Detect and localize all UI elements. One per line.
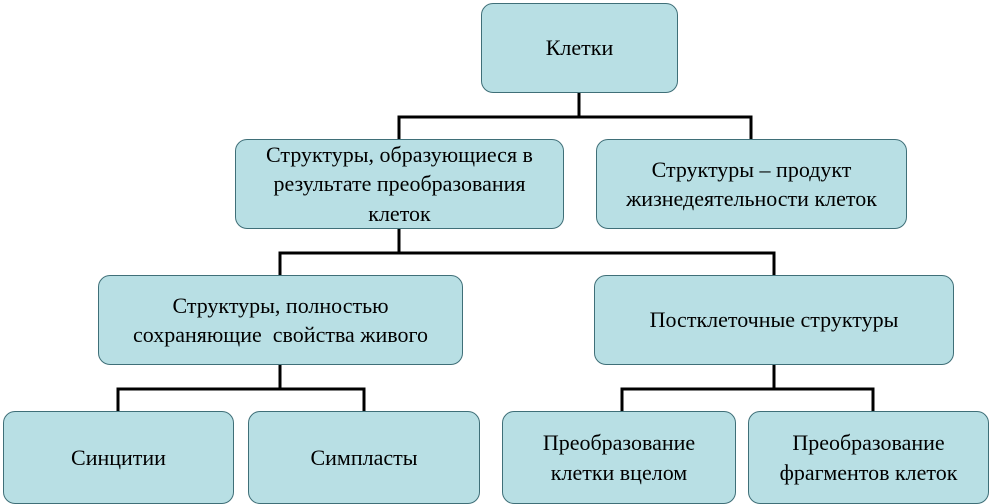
node-whole-text: Преобразование клетки вцелом [543, 428, 695, 487]
node-cells: Клетки [481, 3, 678, 93]
node-formed-line3: клеток [368, 200, 431, 226]
node-postcellular-structures: Постклеточные структуры [594, 275, 954, 365]
node-symplasts: Симпласты [248, 411, 480, 504]
node-whole-line2: клетки вцелом [550, 459, 688, 485]
node-fragment-line2: фрагментов клеток [779, 459, 958, 485]
node-fragment-text: Преобразование фрагментов клеток [780, 428, 958, 487]
node-living-structures: Структуры, полностью сохраняющие свойств… [98, 275, 463, 365]
node-living-structures-text: Структуры, полностью сохраняющие свойств… [133, 291, 428, 350]
node-formed-structures: Структуры, образующиеся в результате пре… [235, 139, 564, 229]
node-formed-line1: Структуры, образующиеся в [266, 142, 533, 168]
node-syncytia-label: Синцитии [71, 444, 166, 470]
node-living-line2: сохраняющие свойства живого [133, 322, 428, 347]
node-product-line1: Структуры – продукт [651, 156, 852, 182]
node-whole-line1: Преобразование [542, 430, 696, 456]
node-syncytia: Синцитии [3, 411, 234, 504]
node-fragment-transformation: Преобразование фрагментов клеток [748, 411, 989, 504]
node-symplasts-label: Симпласты [310, 444, 418, 470]
node-fragment-line1: Преобразование [792, 430, 945, 456]
node-product-structures: Структуры – продукт жизнедеятельности кл… [596, 139, 907, 229]
node-cells-label: Клетки [545, 35, 614, 61]
node-product-line2: жизнедеятельности клеток [626, 186, 877, 211]
node-formed-line2: результате преобразования [273, 171, 526, 197]
node-formed-structures-text: Структуры, образующиеся в результате пре… [266, 140, 533, 228]
node-post-label: Постклеточные структуры [649, 307, 899, 333]
node-living-line1: Структуры, полностью [172, 292, 389, 318]
node-whole-cell-transformation: Преобразование клетки вцелом [502, 411, 736, 504]
node-product-structures-text: Структуры – продукт жизнедеятельности кл… [626, 155, 877, 214]
